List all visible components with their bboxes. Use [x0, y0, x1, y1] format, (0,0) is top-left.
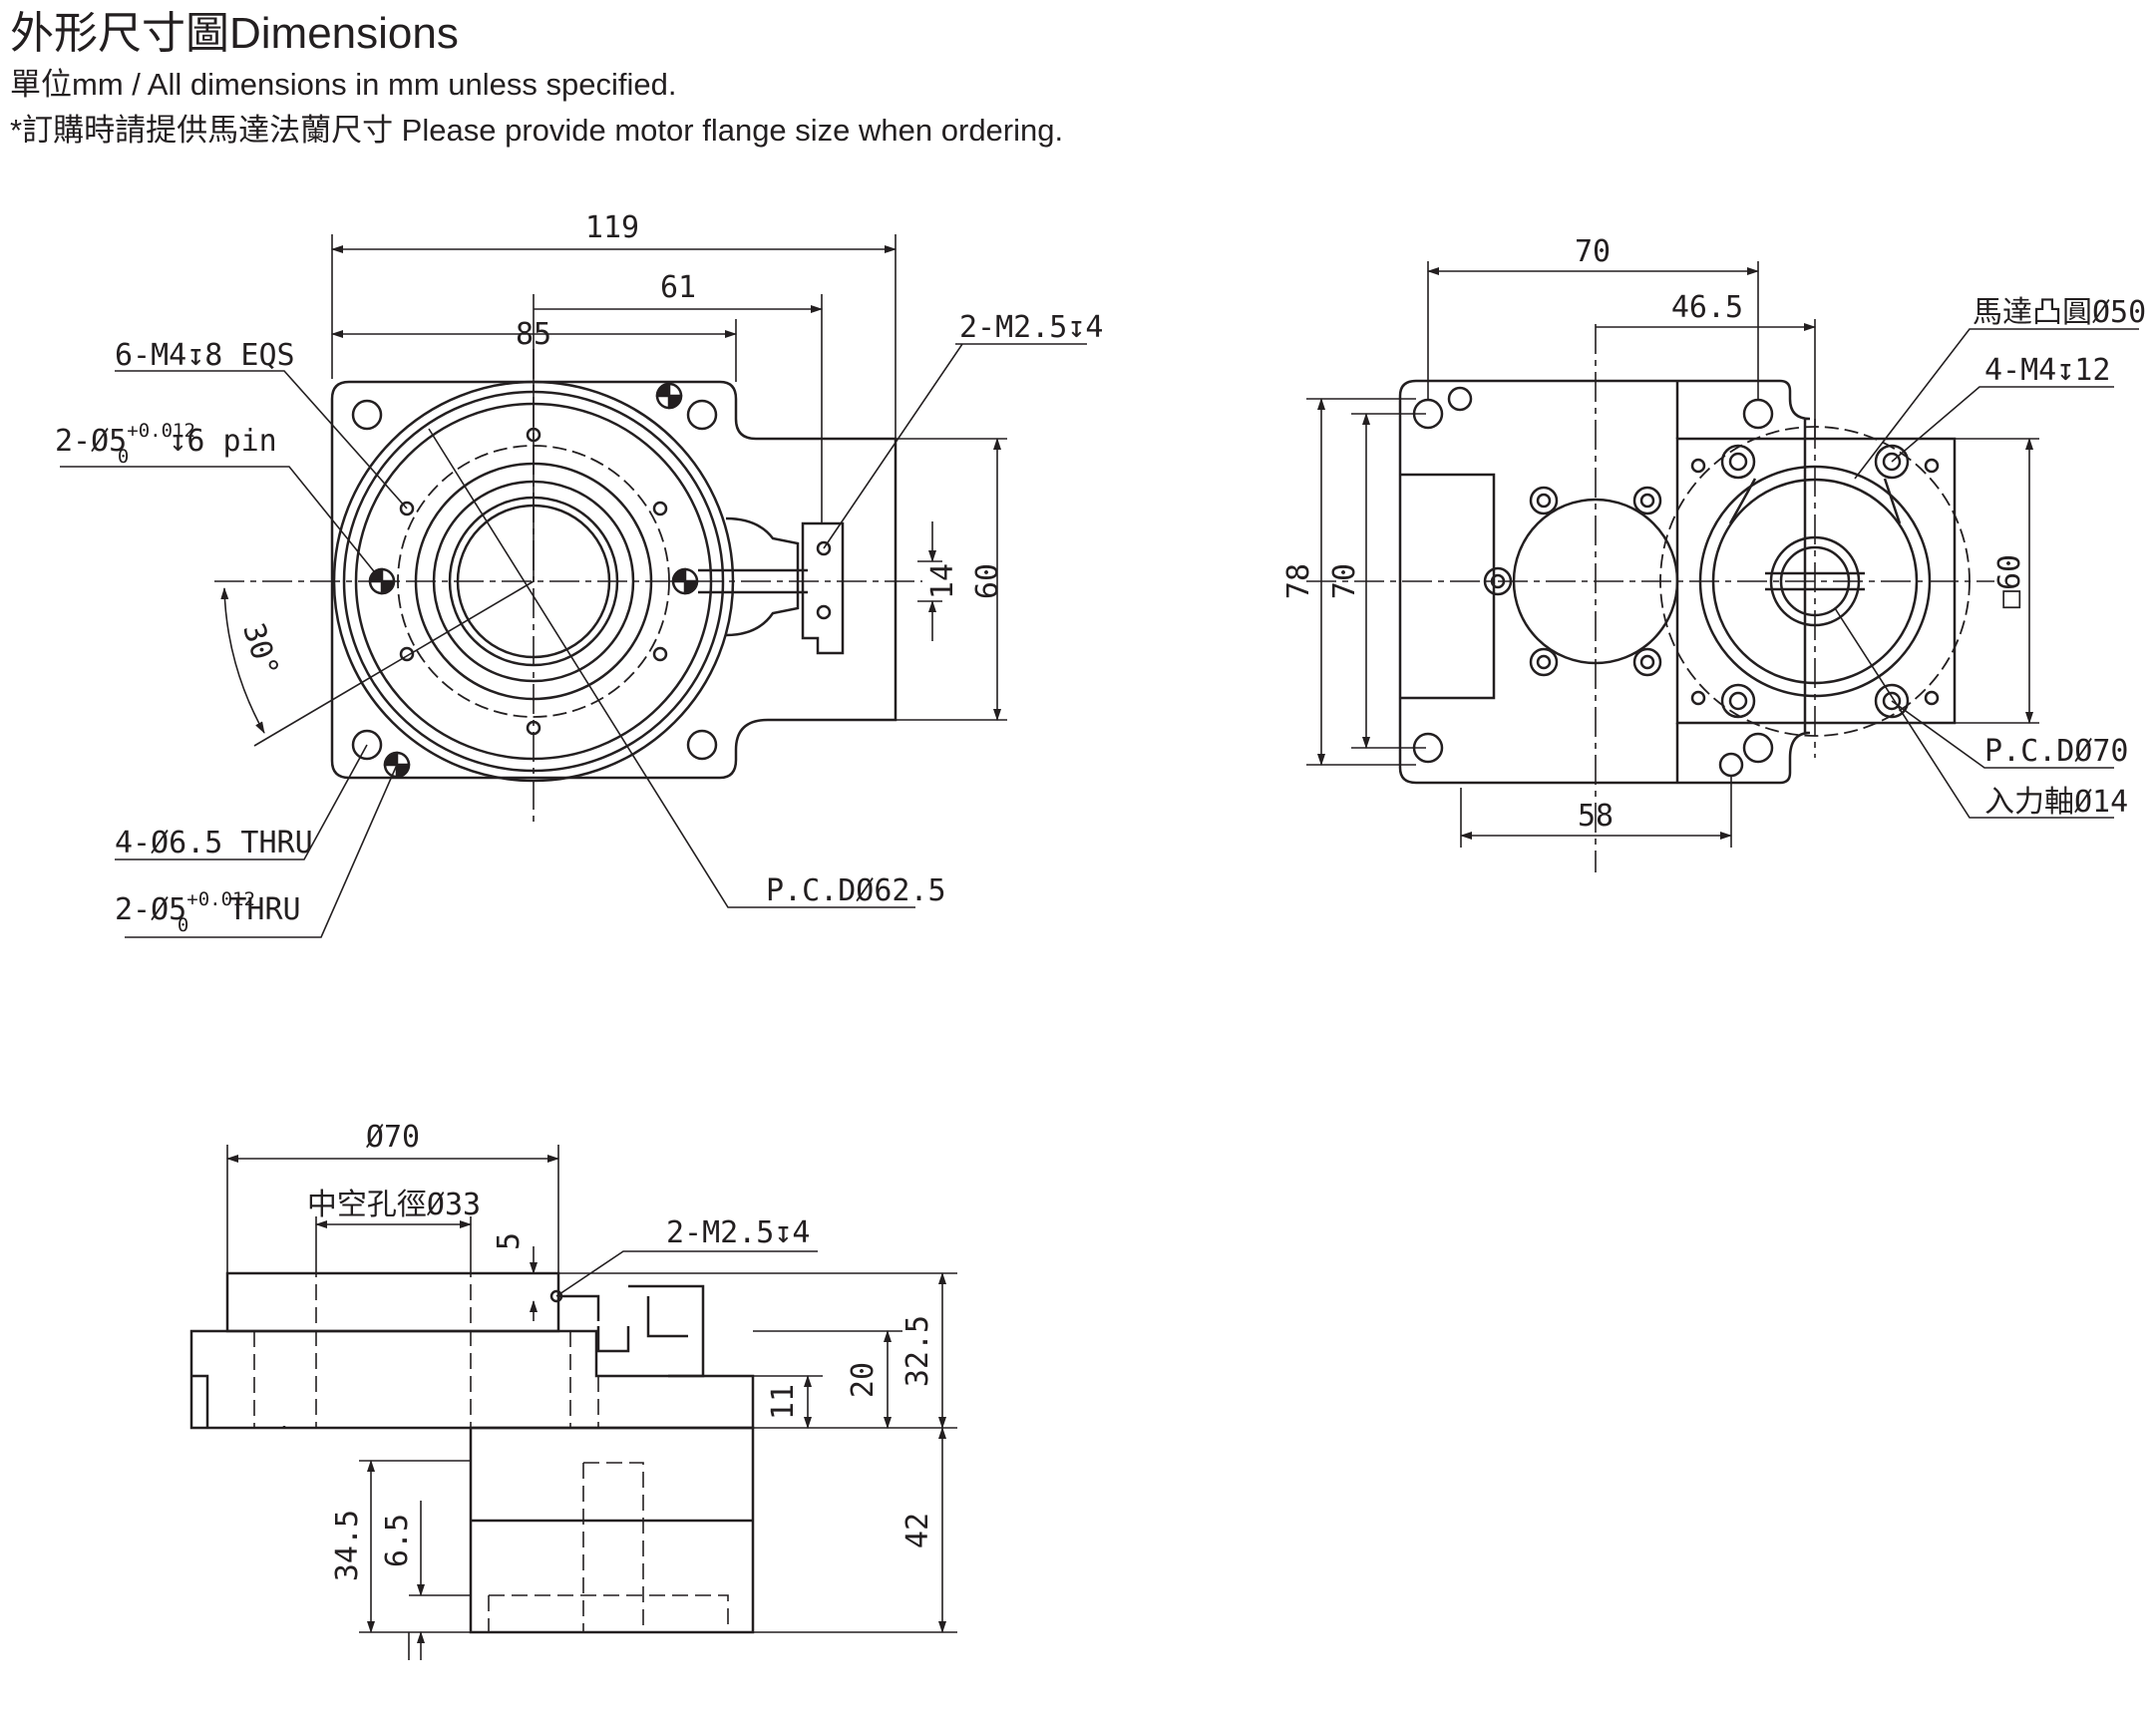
dim-side-20: 20	[846, 1362, 881, 1398]
dim-side-11: 11	[766, 1384, 801, 1420]
sensor-bump	[725, 516, 800, 637]
rear-texts: 70 46.5 78 70 □60 58 馬達凸圓Ø50 4-M4↧12 P.C…	[1281, 234, 2146, 834]
rear-hole	[1742, 398, 1774, 430]
dim-rear-height-inner: 70	[1327, 563, 1362, 599]
side-view	[189, 1271, 755, 1634]
page-title: 外形尺寸圖Dimensions	[10, 9, 459, 58]
note-motor-boss: 馬達凸圓Ø50	[1973, 295, 2146, 330]
thru-hole-tr	[686, 399, 718, 431]
angle-label: 30°	[235, 619, 285, 681]
rear-dimension-lines	[1306, 261, 2139, 872]
thru-hole-bl	[351, 729, 383, 761]
dim-side-34-5: 34.5	[330, 1510, 365, 1581]
side-motor-adapter	[469, 1426, 755, 1634]
tapped-hole	[399, 646, 415, 662]
dim-side-42: 42	[900, 1513, 935, 1548]
motor-screw	[1874, 683, 1910, 719]
header: 外形尺寸圖Dimensions 單位mm / All dimensions in…	[10, 6, 1063, 154]
dim-front-small-height: 14	[925, 563, 960, 599]
note-hollow-bore: 中空孔徑Ø33	[307, 1188, 481, 1222]
note-side-thread: 2-M2.5↧4	[666, 1215, 811, 1250]
dim-rear-width: 70	[1575, 234, 1611, 269]
dim-side-6-5: 6.5	[380, 1514, 415, 1567]
motor-screw	[1874, 444, 1910, 480]
order-note: *訂購時請提供馬達法蘭尺寸 Please provide motor flang…	[10, 113, 1064, 148]
dim-rear-square: □60	[1992, 554, 2027, 608]
hub-bolt	[1632, 647, 1662, 677]
side-hidden-lines	[253, 1261, 729, 1632]
unit-note: 單位mm / All dimensions in mm unless speci…	[10, 67, 677, 102]
dim-front-width: 119	[585, 210, 639, 245]
side-texts: Ø70 中空孔徑Ø33 5 2-M2.5↧4 11 20 32.5 42 34.…	[307, 1120, 935, 1581]
thru-hole-br	[686, 729, 718, 761]
dim-rear-offset: 46.5	[1671, 290, 1743, 325]
dim-front-center: 85	[516, 317, 551, 352]
hub-bolt	[1529, 647, 1559, 677]
motor-screw	[1720, 683, 1756, 719]
front-housing-outline	[330, 380, 898, 780]
rear-hole	[1742, 732, 1774, 764]
sensor-plate	[801, 521, 845, 655]
side-housing	[189, 1329, 755, 1430]
tapped-hole	[399, 501, 415, 516]
note-rear-pcd: P.C.DØ70	[1984, 734, 2129, 769]
rear-hole	[1447, 386, 1473, 412]
tapped-hole	[652, 501, 668, 516]
rear-housing-outline	[1398, 379, 1811, 785]
thru-hole-tl	[351, 399, 383, 431]
rear-hole	[1718, 752, 1744, 778]
note-sensor-thread: 2-M2.5↧4	[959, 310, 1104, 345]
tapped-hole	[652, 646, 668, 662]
hub-bolt	[1529, 486, 1559, 515]
dim-rear-bottom: 58	[1578, 799, 1614, 834]
side-top-table	[225, 1271, 560, 1333]
left-step	[1400, 473, 1496, 700]
front-dimension-lines	[60, 234, 1087, 938]
dim-rear-height-outer: 78	[1281, 563, 1316, 599]
side-sensor-block	[558, 1284, 705, 1378]
note-front-pcd: P.C.DØ62.5	[766, 873, 946, 908]
dim-side-small: 5	[492, 1232, 527, 1250]
dim-side-32-5: 32.5	[900, 1315, 935, 1387]
side-flange-step	[191, 1374, 286, 1428]
front-texts: 119 61 85 14 60 30° 6-M4↧8 EQS 2-Ø5+0.01…	[55, 210, 1104, 936]
note-motor-thread: 4-M4↧12	[1984, 353, 2110, 388]
hub-bolt	[1632, 486, 1662, 515]
side-dimension-lines	[226, 1145, 957, 1660]
dim-front-offset: 61	[660, 270, 696, 305]
note-input-shaft: 入力軸Ø14	[1984, 785, 2128, 820]
dim-side-diameter: Ø70	[366, 1120, 420, 1155]
dim-front-height: 60	[970, 563, 1005, 599]
note-tapped-holes: 6-M4↧8 EQS	[115, 338, 295, 373]
note-thru-holes: 4-Ø6.5 THRU	[115, 826, 313, 860]
motor-screw	[1720, 444, 1756, 480]
